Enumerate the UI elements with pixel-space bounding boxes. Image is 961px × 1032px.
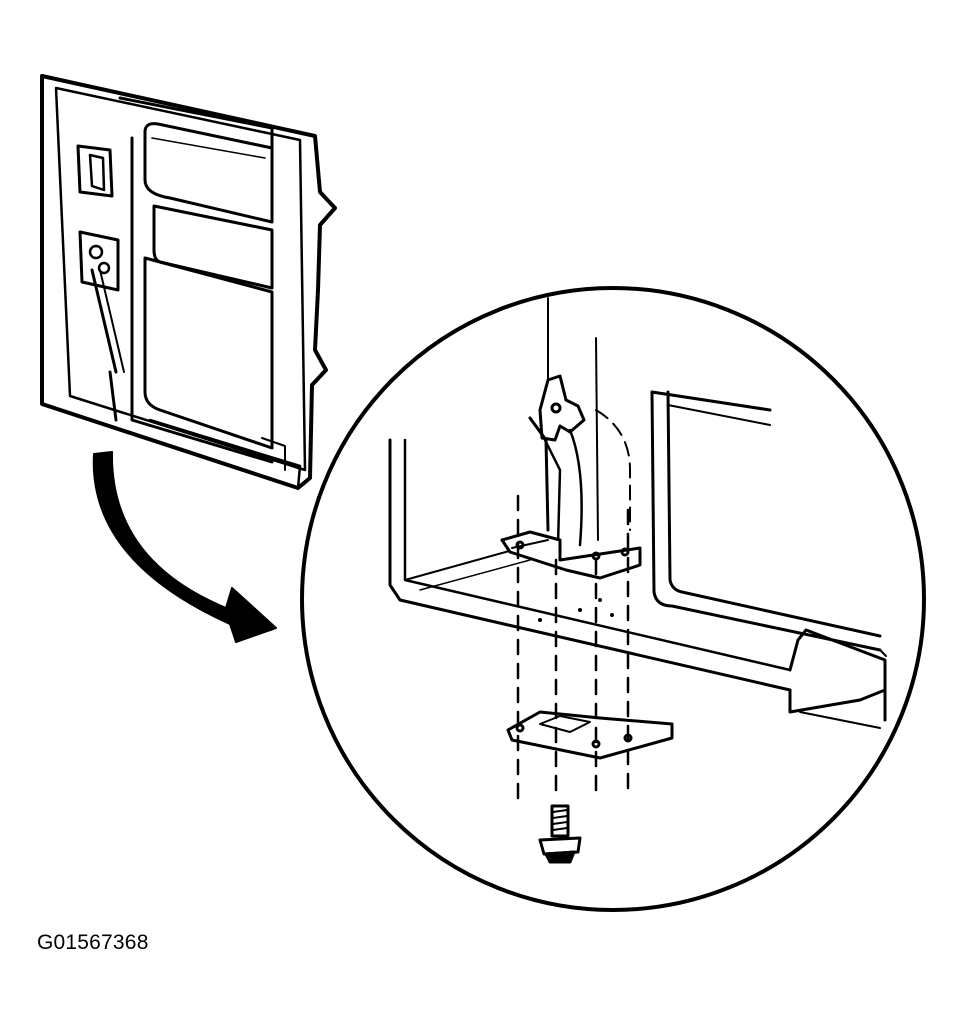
detail-panel-structure [388, 390, 887, 729]
reinforcement-plate [500, 530, 642, 580]
surface-dots [538, 598, 614, 622]
door-panel [40, 74, 337, 490]
bolt [538, 804, 582, 864]
latch [528, 297, 631, 547]
figure-id-label: G01567368 [37, 931, 149, 954]
detail-magnifier [300, 286, 926, 912]
alignment-dashes [516, 494, 630, 802]
callout-arrow [92, 451, 277, 643]
